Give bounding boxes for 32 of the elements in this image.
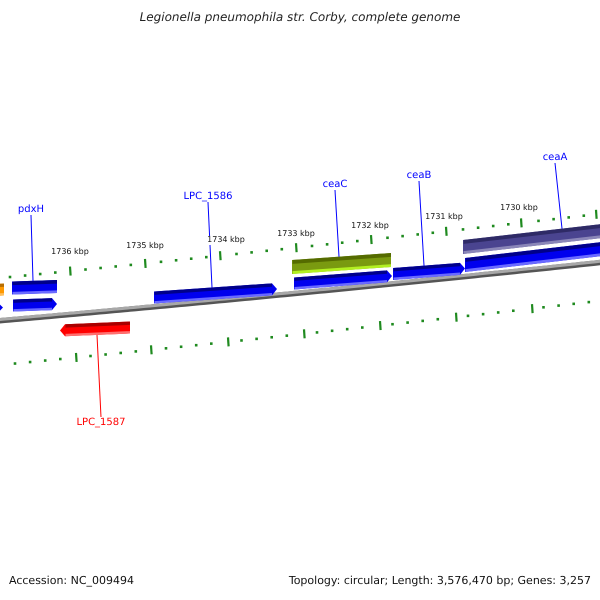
gene-label: ceaC: [322, 179, 348, 190]
leader-line: [418, 180, 424, 266]
gene-label: ceaB: [406, 170, 432, 181]
gene-feature: [465, 242, 600, 272]
scale-label: 1734 kbp: [207, 236, 245, 245]
scale-label: 1733 kbp: [277, 230, 315, 239]
scale-label: 1736 kbp: [51, 248, 89, 257]
gene-label: ceaA: [542, 152, 568, 163]
gene-feature: [154, 283, 277, 304]
gene-feature: [0, 284, 4, 296]
scale-label: 1730 kbp: [500, 204, 538, 213]
gene-feature: [294, 270, 392, 290]
leader-line: [334, 190, 340, 258]
gene-feature: [393, 262, 465, 280]
gene-feature: [60, 322, 130, 336]
scale-label: 1732 kbp: [351, 222, 389, 231]
title: Legionella pneumophila str. Corby, complete genome: [138, 11, 462, 24]
gene-feature: [12, 280, 57, 294]
genome-summary: Topology: circular; Length: 3,576,470 bp; Genes: 3,257: [288, 575, 591, 588]
gene-feature: [292, 253, 391, 274]
gene-label: LPC_1587: [76, 417, 126, 428]
leader-line: [554, 162, 562, 230]
gene-label: pdxH: [18, 204, 44, 215]
accession-text: Accession: NC_009494: [9, 575, 134, 588]
gene-feature: [13, 298, 57, 312]
scale-label: 1731 kbp: [425, 213, 463, 222]
leader-line: [96, 334, 102, 418]
scale-label: 1735 kbp: [126, 242, 164, 251]
leader-line: [30, 214, 34, 282]
leader-line: [208, 202, 212, 288]
gene-feature: [0, 302, 3, 313]
gene-label: LPC_1586: [183, 191, 233, 202]
